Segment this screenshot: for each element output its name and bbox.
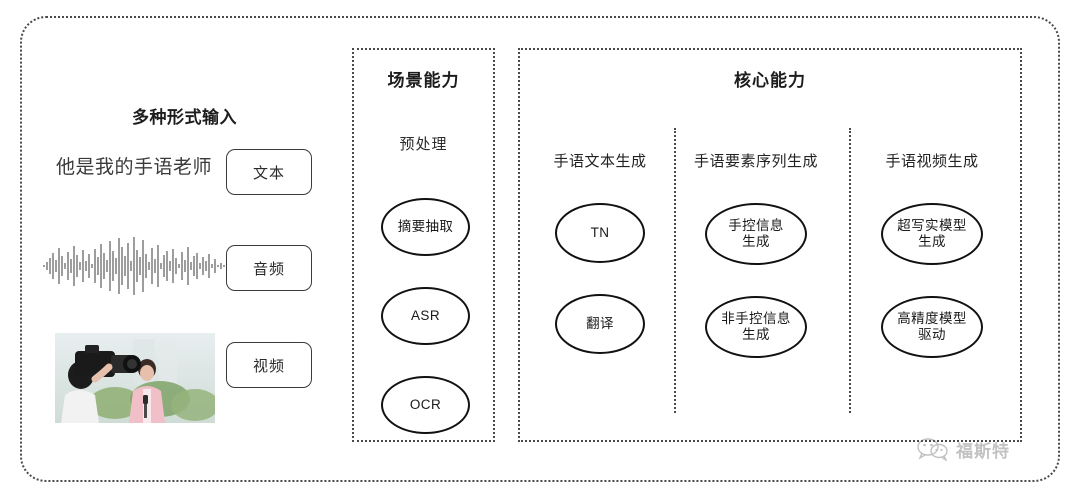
- core-node-tn-label: TN: [590, 224, 610, 240]
- core-column-sign-video-generation: 手语视频生成 超写实模型 生成 高精度模型 驱动: [856, 150, 1008, 358]
- modality-button-audio-label: 音频: [252, 260, 285, 278]
- core-node-hyperrealistic-line2: 生成: [918, 234, 946, 249]
- core-column-sign-element-sequence-generation: 手语要素序列生成 手控信息 生成 非手控信息 生成: [680, 150, 832, 358]
- modality-button-video-label: 视频: [252, 357, 285, 375]
- modality-button-audio[interactable]: 音频: [226, 245, 312, 291]
- scenario-node-ocr[interactable]: OCR: [381, 376, 470, 434]
- core-node-highprecision-line2: 驱动: [918, 327, 946, 342]
- core-node-nonmanual-info-generation[interactable]: 非手控信息 生成: [705, 296, 807, 358]
- core-column-2-header: 手语要素序列生成: [693, 153, 818, 170]
- core-node-translation-label: 翻译: [586, 315, 614, 331]
- core-node-hyperrealistic-line1: 超写实模型: [897, 217, 967, 233]
- core-node-hyperrealistic-model-generation[interactable]: 超写实模型 生成: [881, 203, 983, 265]
- video-thumbnail-icon: [55, 333, 215, 423]
- core-column-sign-text-generation: 手语文本生成 TN 翻译: [524, 150, 676, 354]
- scenario-node-summary[interactable]: 摘要抽取: [381, 198, 470, 256]
- core-node-manual-info-line2: 生成: [742, 234, 770, 249]
- diagram-outer-frame: [20, 16, 1060, 482]
- scenario-panel-subtitle: 预处理: [399, 136, 448, 153]
- watermark: 福斯特: [916, 432, 1010, 466]
- core-node-highprecision-line1: 高精度模型: [897, 310, 967, 326]
- core-node-manual-info-line1: 手控信息: [728, 217, 784, 233]
- core-node-highprecision-model-driving[interactable]: 高精度模型 驱动: [881, 296, 983, 358]
- sample-input-text: 他是我的手语老师: [55, 157, 212, 178]
- core-column-1-header: 手语文本生成: [553, 153, 647, 170]
- core-column-divider-1: [674, 128, 676, 413]
- watermark-text: 福斯特: [956, 441, 1010, 461]
- audio-waveform-icon: [43, 237, 225, 295]
- core-node-manual-info-generation[interactable]: 手控信息 生成: [705, 203, 807, 265]
- input-section: 多种形式输入 他是我的手语老师: [30, 95, 340, 423]
- core-node-nonmanual-info-line2: 生成: [742, 327, 770, 342]
- scenario-node-asr-label: ASR: [411, 307, 440, 323]
- scenario-capability-panel: 场景能力 预处理 摘要抽取 ASR OCR: [352, 48, 495, 442]
- wechat-logo-icon: [917, 438, 948, 461]
- core-capability-panel: 核心能力 手语文本生成 TN 翻译 手语要素序列生成 手控信息 生成 非手控信息…: [518, 48, 1022, 442]
- scenario-node-summary-label: 摘要抽取: [397, 218, 454, 234]
- core-node-tn[interactable]: TN: [555, 203, 645, 263]
- modality-button-text[interactable]: 文本: [226, 149, 312, 195]
- modality-button-text-label: 文本: [252, 164, 285, 182]
- scenario-node-asr[interactable]: ASR: [381, 287, 470, 345]
- core-node-nonmanual-info-line1: 非手控信息: [721, 310, 791, 326]
- scenario-node-ocr-label: OCR: [409, 396, 442, 412]
- core-column-3-header: 手语视频生成: [885, 153, 979, 170]
- scenario-panel-title: 场景能力: [387, 71, 460, 90]
- input-section-title: 多种形式输入: [132, 108, 237, 127]
- core-node-translation[interactable]: 翻译: [555, 294, 645, 354]
- core-panel-title: 核心能力: [734, 71, 806, 90]
- core-column-divider-2: [849, 128, 851, 413]
- modality-button-video[interactable]: 视频: [226, 342, 312, 388]
